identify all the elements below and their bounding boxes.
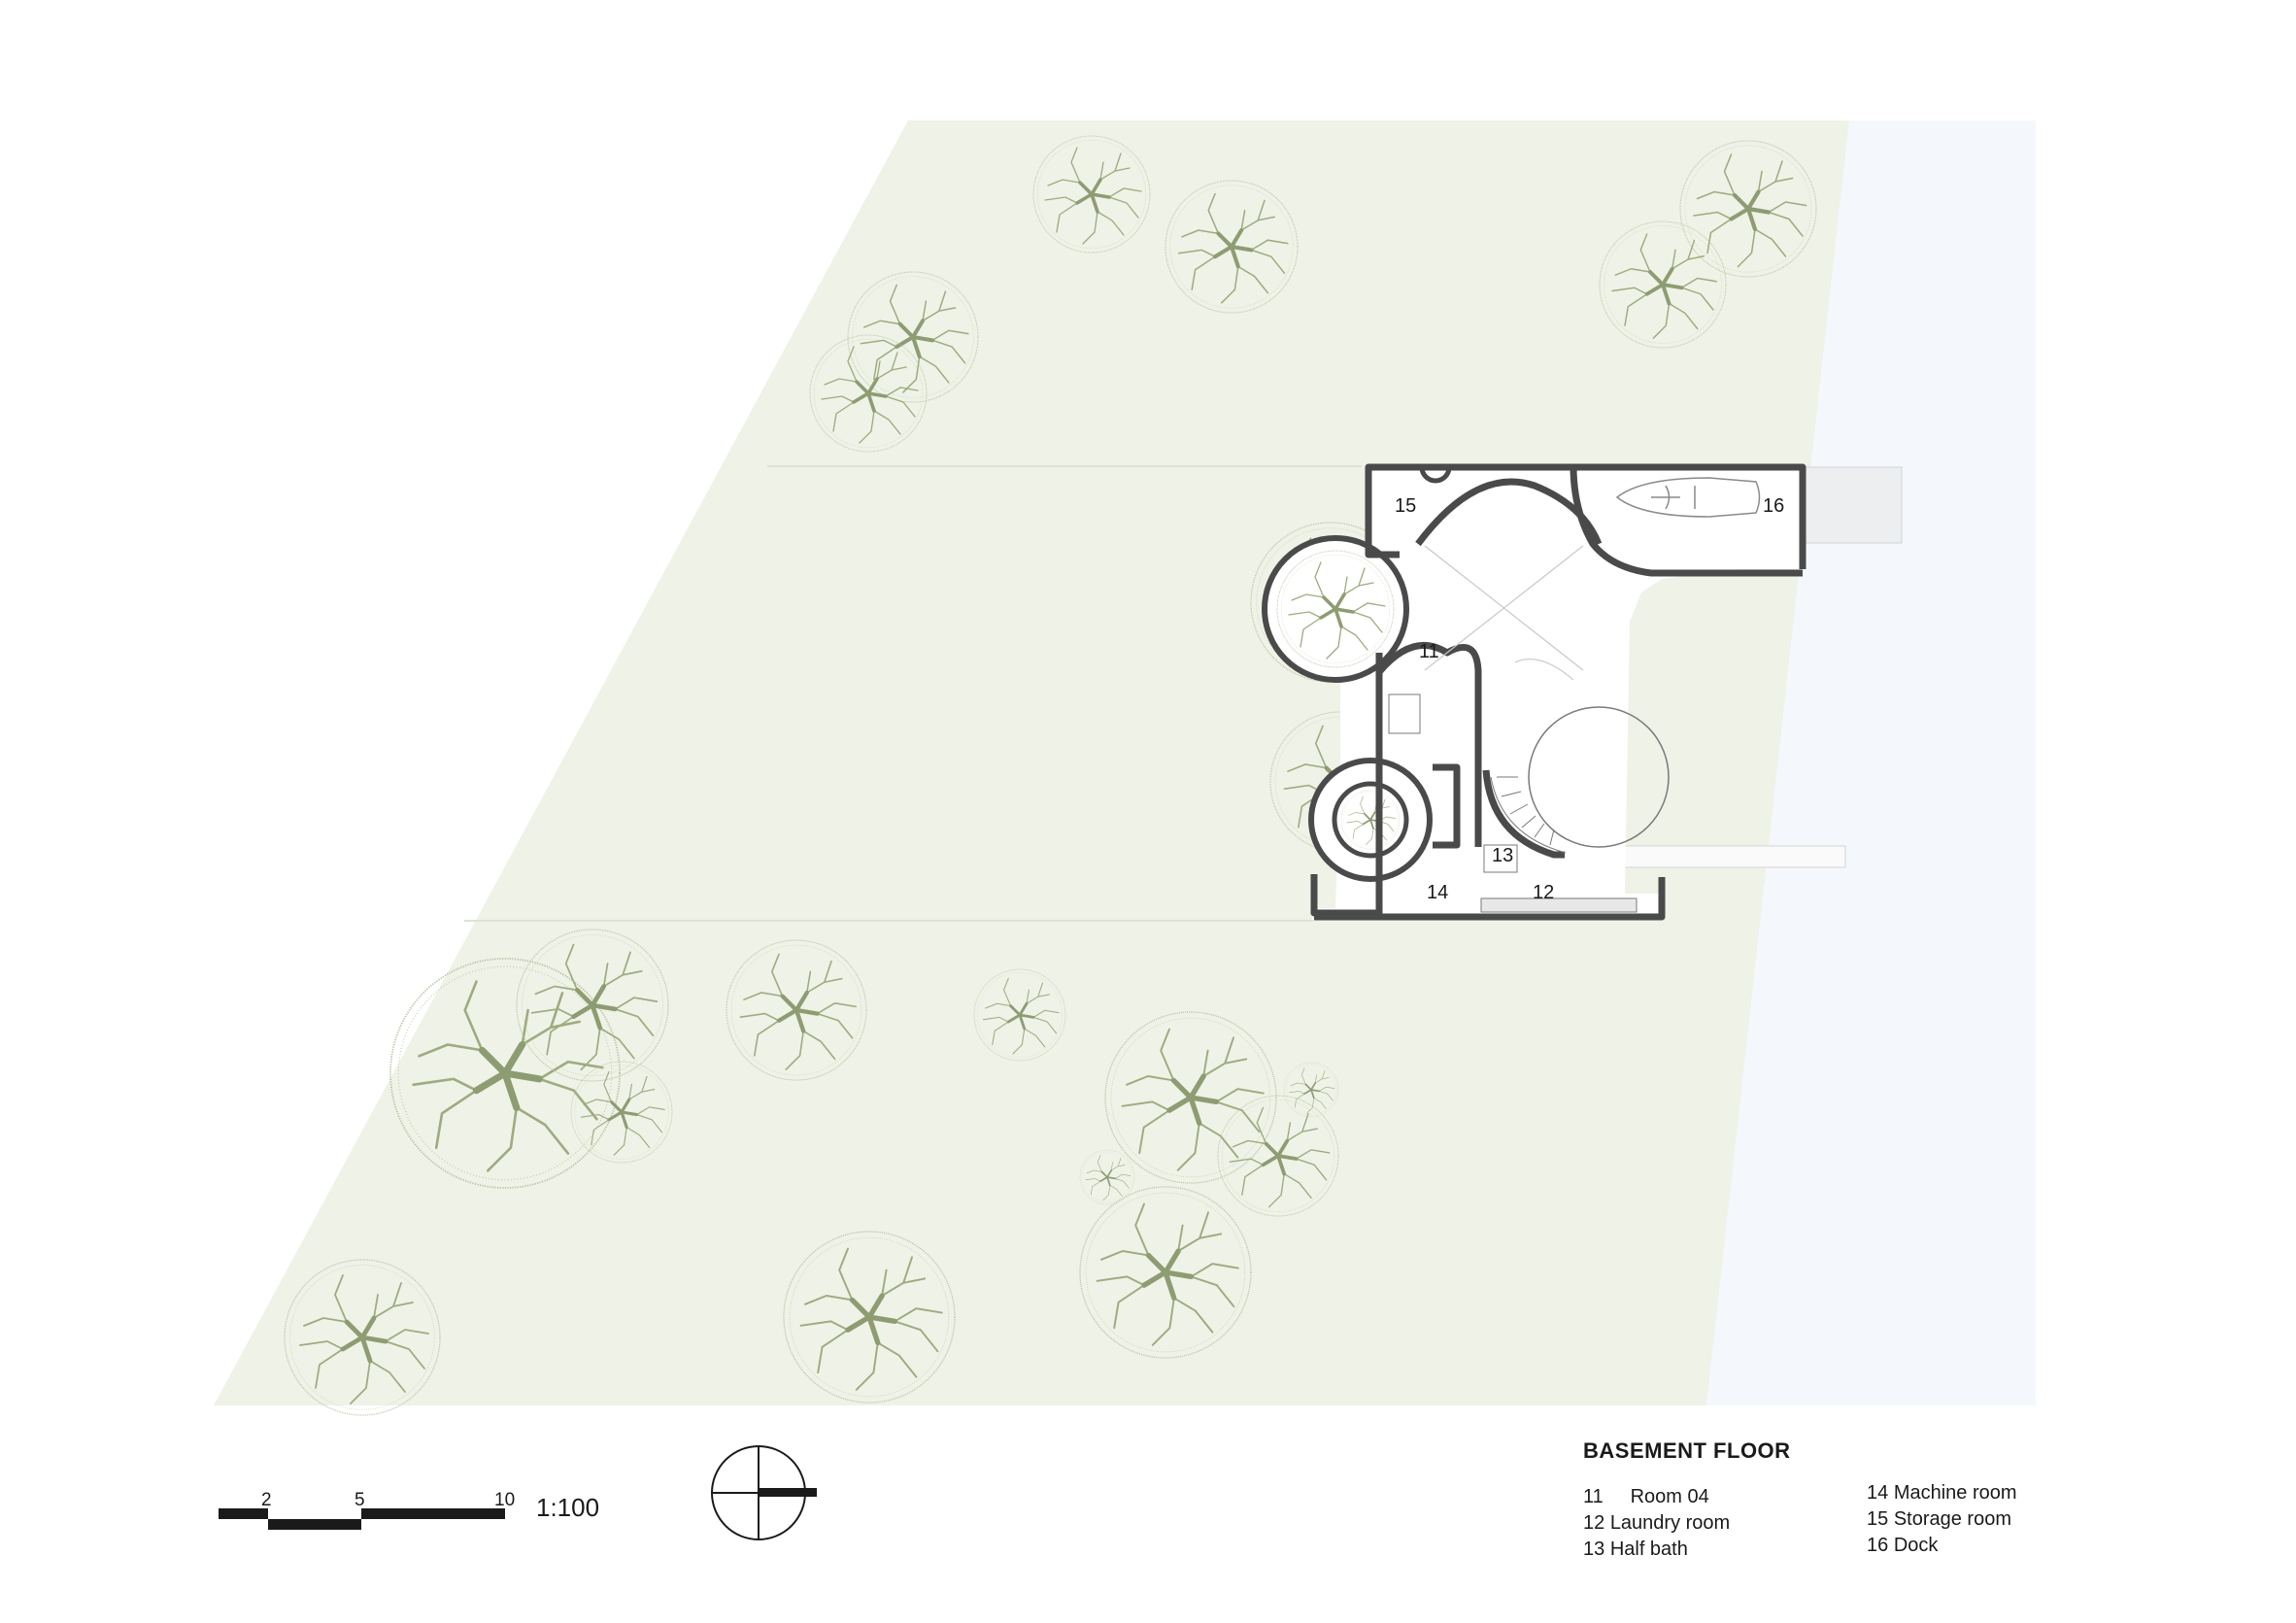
legend-item: 12 Laundry room (1583, 1512, 1731, 1534)
laundry-counter (1480, 897, 1638, 913)
scale-ratio: 1:100 (536, 1493, 599, 1522)
scale-label-10: 10 (494, 1490, 515, 1510)
stair-courtyard-inner (1332, 781, 1409, 859)
legend-item: 14 Machine room (1867, 1482, 2017, 1504)
wall-bath (1433, 763, 1461, 849)
hall-circle (1528, 706, 1670, 848)
storage-niche (1419, 466, 1452, 484)
scale-label-2: 2 (261, 1490, 272, 1510)
wall-hall-curve (1415, 478, 1603, 547)
wall-stair (1482, 769, 1565, 859)
legend-item: 11 Room 04 (1583, 1486, 1709, 1507)
wall-south (1314, 877, 1666, 921)
boat-icon (1615, 477, 1761, 518)
room-number-12: 12 (1533, 882, 1554, 903)
room-number-15: 15 (1395, 495, 1416, 517)
building-footprint (1312, 467, 1803, 920)
door-arc (1514, 659, 1574, 681)
lawn-area (214, 120, 1849, 1405)
furniture (1388, 693, 1421, 734)
wall-dock-curve (1570, 465, 1803, 577)
dock-pier (1796, 466, 1903, 544)
room-number-14: 14 (1427, 882, 1448, 903)
bath-fixture (1483, 844, 1518, 873)
legend-item: 15 Storage room (1867, 1508, 2011, 1530)
water-area (1706, 120, 2036, 1405)
legend-item: 13 Half bath (1583, 1538, 1688, 1560)
north-arrow-icon (711, 1445, 817, 1540)
drawing-title: BASEMENT FLOOR (1583, 1438, 1791, 1463)
wall-north (1365, 463, 1806, 569)
door-swing (1424, 545, 1584, 671)
scale-label-5: 5 (355, 1490, 365, 1510)
room-number-16: 16 (1763, 495, 1784, 517)
room-number-13: 13 (1492, 845, 1513, 866)
scale-bar: 2 5 10 1:100 (219, 1490, 599, 1530)
legend-right: 14 Machine room 15 Storage room 16 Dock (1867, 1480, 2017, 1559)
legend-left: 11 Room 04 12 Laundry room 13 Half bath (1583, 1484, 1730, 1563)
legend-item: 16 Dock (1867, 1535, 1939, 1556)
room-number-11: 11 (1419, 641, 1439, 662)
wall-west (1310, 653, 1383, 917)
spiral-stair (1490, 776, 1567, 854)
